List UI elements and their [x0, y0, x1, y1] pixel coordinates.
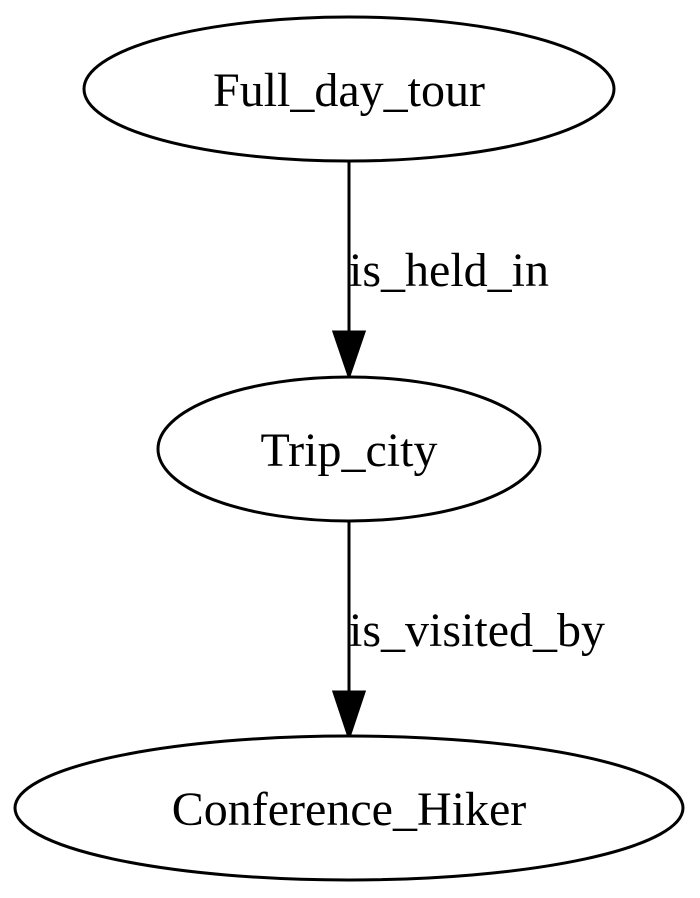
node-label-full-day-tour: Full_day_tour: [213, 64, 485, 117]
node-full-day-tour: Full_day_tour: [82, 15, 616, 163]
node-label-conference-hiker: Conference_Hiker: [172, 783, 527, 836]
node-label-trip-city: Trip_city: [261, 424, 438, 477]
node-conference-hiker: Conference_Hiker: [13, 734, 685, 882]
node-shape-conference-hiker: [13, 734, 685, 882]
edge-is-visited-by: is_visited_by: [331, 522, 605, 742]
edge-is-held-in: is_held_in: [331, 162, 549, 381]
node-shape-trip-city: [156, 375, 542, 523]
arrowhead-is-visited-by: [331, 690, 367, 742]
node-trip-city: Trip_city: [156, 375, 542, 523]
edge-label-is-held-in: is_held_in: [349, 244, 549, 297]
edge-label-is-visited-by: is_visited_by: [349, 604, 605, 657]
arrowhead-is-held-in: [331, 330, 367, 381]
node-shape-full-day-tour: [82, 15, 616, 163]
